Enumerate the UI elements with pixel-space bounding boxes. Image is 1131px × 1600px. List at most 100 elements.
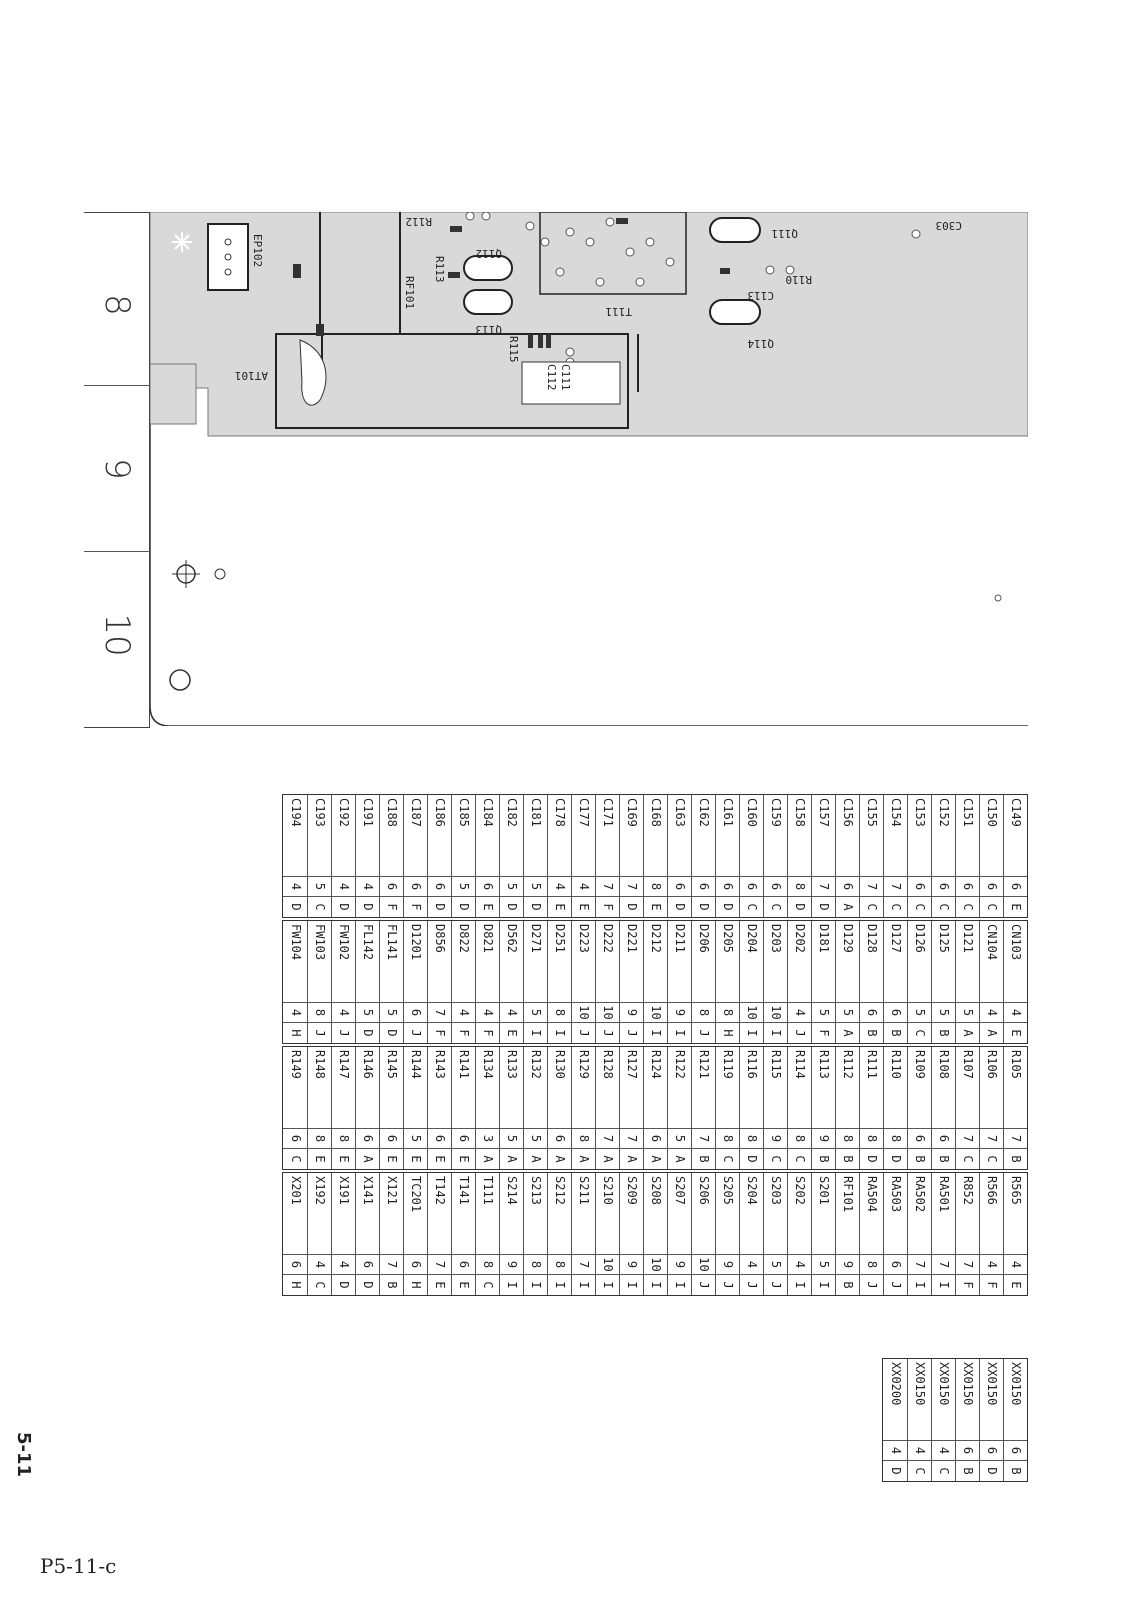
part-grid-x: 8 (692, 1003, 715, 1023)
part-grid-y: C (745, 903, 759, 911)
grid-index-9: 9 (97, 458, 137, 480)
part-grid-y: J (721, 1281, 735, 1289)
part-grid-x: 9 (668, 1255, 691, 1275)
part-grid-y: D (625, 903, 639, 911)
part-ref: R148 (308, 1047, 331, 1129)
part-grid-y: I (553, 1281, 567, 1289)
part-grid-y: A (601, 1155, 615, 1163)
part-grid-x: 7 (956, 1255, 979, 1275)
part-ref: R115 (764, 1047, 787, 1129)
part-grid-y: J (793, 1029, 807, 1037)
part-grid-y: D (433, 903, 447, 911)
label-q114: Q114 (747, 337, 774, 350)
part-ref: S201 (812, 1173, 835, 1255)
part-grid-y: I (745, 1029, 759, 1037)
part-grid-y: I (625, 1281, 639, 1289)
part-grid-x: 6 (404, 1255, 427, 1275)
part-grid-y: C (913, 903, 927, 911)
part-grid-x: 6 (452, 1129, 475, 1149)
part-grid-y: I (529, 1029, 543, 1037)
part-grid-y: C (937, 903, 951, 911)
part-ref: C194 (283, 795, 307, 877)
part-ref: R119 (716, 1047, 739, 1129)
part-grid-x: 7 (908, 1255, 931, 1275)
part-grid-y: E (505, 1029, 519, 1037)
label-c112: C112 (545, 364, 558, 391)
part-grid-x: 9 (620, 1003, 643, 1023)
part-grid-x: 4 (332, 877, 355, 897)
part-grid-y: C (961, 903, 975, 911)
part-ref: R144 (404, 1047, 427, 1129)
part-grid-x: 4 (452, 1003, 475, 1023)
part-grid-y: J (865, 1281, 879, 1289)
part-ref: C155 (860, 795, 883, 877)
part-ref: S204 (740, 1173, 763, 1255)
part-grid-x: 8 (476, 1255, 499, 1275)
part-grid-y: I (913, 1281, 927, 1289)
part-grid-y: C (913, 1029, 927, 1037)
part-grid-x: 4 (500, 1003, 523, 1023)
page-number: 5-11 (13, 1432, 34, 1478)
part-ref: D203 (764, 921, 787, 1003)
part-grid-y: D (889, 1155, 903, 1163)
part-grid-x: 10 (596, 1003, 619, 1023)
part-grid-x: 5 (524, 1129, 547, 1149)
part-grid-x: 8 (860, 1255, 883, 1275)
grid-index-strip: 8 9 10 (84, 212, 150, 728)
part-grid-y: E (481, 903, 495, 911)
grid-index-10: 10 (97, 613, 137, 657)
part-grid-y: I (529, 1281, 543, 1289)
part-grid-x: 6 (476, 877, 499, 897)
part-grid-x: 6 (740, 877, 763, 897)
part-grid-y: I (793, 1281, 807, 1289)
part-grid-y: F (409, 903, 423, 911)
part-grid-x: 9 (668, 1003, 691, 1023)
part-grid-y: B (961, 1467, 975, 1475)
part-ref: R566 (980, 1173, 1003, 1255)
part-grid-y: E (577, 903, 591, 911)
part-ref: C158 (788, 795, 811, 877)
part-grid-y: J (313, 1029, 327, 1037)
part-grid-y: C (985, 1155, 999, 1163)
part-grid-y: B (865, 1029, 879, 1037)
part-grid-y: C (769, 1155, 783, 1163)
part-grid-y: J (337, 1029, 351, 1037)
part-ref: D221 (620, 921, 643, 1003)
part-grid-x: 8 (788, 1129, 811, 1149)
part-grid-y: D (817, 903, 831, 911)
part-ref: D251 (548, 921, 571, 1003)
part-grid-x: 6 (644, 1129, 667, 1149)
part-grid-y: I (673, 1281, 687, 1289)
part-grid-x: 8 (308, 1003, 331, 1023)
part-grid-x: 5 (812, 1255, 835, 1275)
q112-package (463, 255, 513, 281)
part-grid-y: A (529, 1155, 543, 1163)
part-ref: D822 (452, 921, 475, 1003)
part-ref: XX0150 (980, 1359, 1003, 1441)
